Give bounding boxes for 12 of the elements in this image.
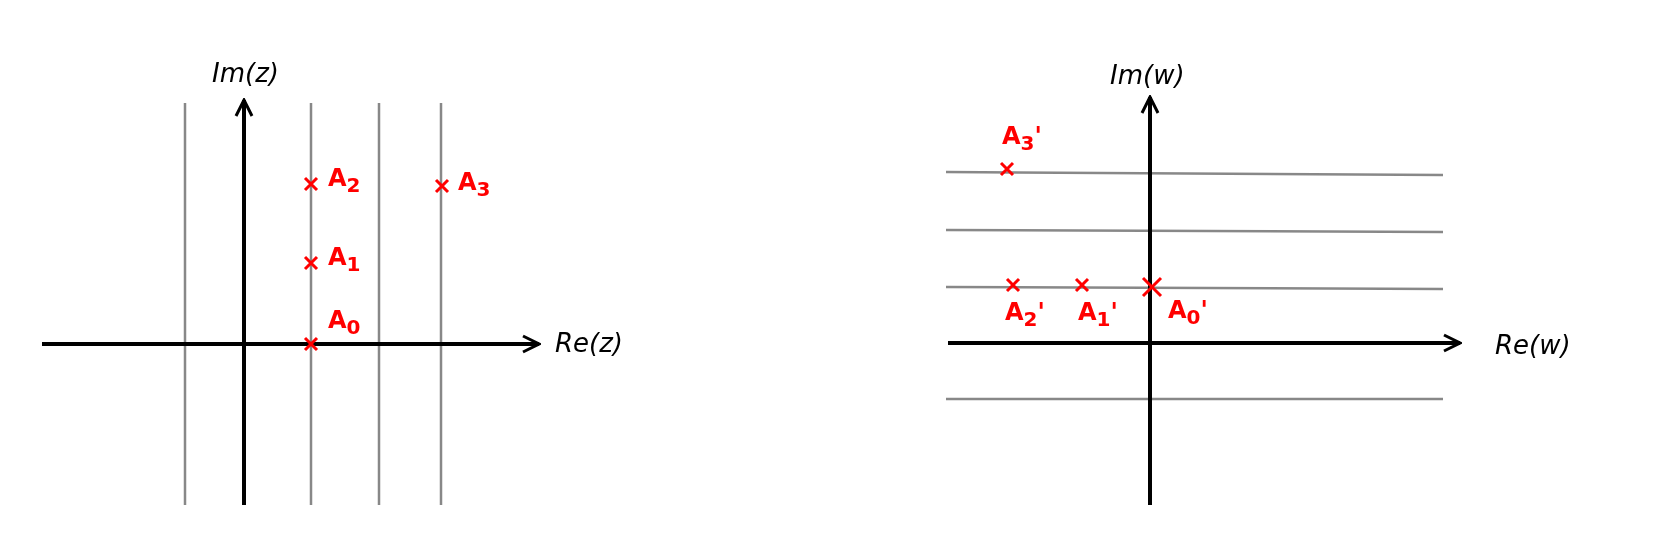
- point-label: A$_{1}$': [1078, 300, 1118, 329]
- axis-label: Re(w): [1495, 332, 1571, 358]
- point-label: A$_{2}$': [1005, 300, 1045, 329]
- point-label: A$_{2}$: [328, 166, 361, 195]
- point-label: A$_{1}$: [328, 245, 361, 274]
- axis-label: Re(z): [555, 330, 623, 356]
- point-label: A$_{0}$': [1168, 298, 1208, 327]
- point-label: A$_{0}$: [328, 308, 361, 337]
- axis-label: Im(w): [1110, 62, 1185, 88]
- axis-label: Im(z): [212, 60, 279, 86]
- point-label: A$_{3}$': [1002, 124, 1042, 153]
- point-label: A$_{3}$: [458, 170, 491, 199]
